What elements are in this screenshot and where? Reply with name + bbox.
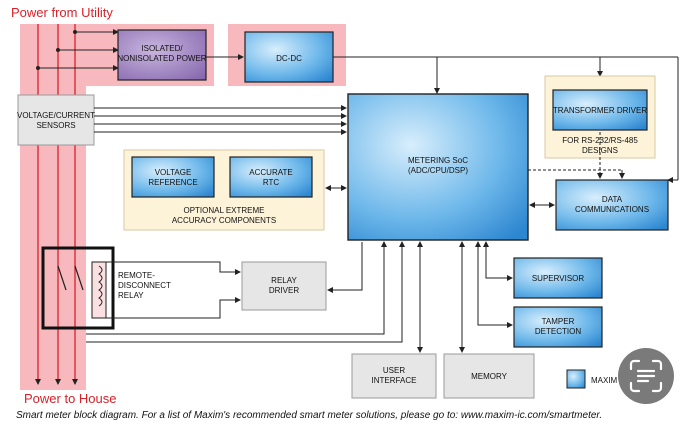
user-interface-label-line: INTERFACE	[372, 376, 417, 385]
power-supply-label: ISOLATED/NONISOLATED POWER	[117, 44, 206, 63]
tamper-detection-label-line: TAMPER	[542, 317, 575, 326]
relay-driver-label-line: DRIVER	[269, 286, 299, 295]
metering-soc-label-line: METERING SoC	[408, 156, 468, 165]
user-interface-label-line: USER	[383, 366, 405, 375]
power-supply-label-line: ISOLATED/	[141, 44, 183, 53]
dcdc-label: DC-DC	[276, 54, 302, 63]
data-communications-label-line: DATA	[602, 195, 623, 204]
relay-coil-icon	[98, 265, 103, 307]
utility-highlight-column	[20, 24, 86, 390]
transformer-driver-label: TRANSFORMER DRIVER	[553, 106, 647, 115]
rtc-label-line: ACCURATE	[249, 168, 292, 177]
relay-driver-block	[241, 261, 327, 311]
tap-dots	[36, 30, 77, 70]
legend-label: MAXIM	[591, 376, 618, 385]
power-from-utility-label: Power from Utility	[11, 5, 113, 20]
relay-label-line: RELAY	[118, 291, 144, 300]
relay-driver-label-line: RELAY	[271, 276, 297, 285]
supervisor-block	[513, 257, 603, 299]
optional-components-label-line: ACCURACY COMPONENTS	[172, 216, 276, 225]
relay-label-line: REMOTE-	[118, 271, 155, 280]
relay-box	[41, 246, 115, 330]
user-interface-block	[351, 353, 437, 399]
memory-block	[443, 353, 535, 399]
supervisor-label: SUPERVISOR	[532, 274, 585, 283]
relay-label-line: DISCONNECT	[118, 281, 171, 290]
rtc-label-line: RTC	[263, 178, 280, 187]
power-lines	[35, 24, 78, 385]
rtc-block	[229, 156, 313, 198]
transformer-driver-block	[552, 89, 648, 131]
sensors-label-line: SENSORS	[36, 121, 75, 130]
caption: Smart meter block diagram. For a list of…	[16, 410, 602, 421]
power-supply-block	[117, 29, 207, 81]
sensors-label-line: VOLTAGE/CURRENT	[17, 111, 95, 120]
power-supply-label-line: NONISOLATED POWER	[117, 54, 206, 63]
data-communications-label-line: COMMUNICATIONS	[575, 205, 649, 214]
memory-label-line: MEMORY	[471, 372, 508, 381]
dcdc-label-line: DC-DC	[276, 54, 302, 63]
sensors-block	[17, 94, 95, 146]
rs-designs-label-line: DESIGNS	[582, 146, 618, 155]
scan-lens-icon	[629, 359, 663, 393]
transformer-driver-label-line: TRANSFORMER DRIVER	[553, 106, 647, 115]
metering-soc-block	[347, 93, 529, 241]
power-to-house-label: Power to House	[24, 391, 117, 406]
top-wires	[206, 54, 679, 183]
voltage-reference-label-line: VOLTAGE	[155, 168, 192, 177]
data-communications-block	[555, 179, 669, 231]
tamper-detection-label-line: DETECTION	[535, 327, 581, 336]
comm-wires	[528, 132, 625, 208]
memory-label: MEMORY	[471, 372, 508, 381]
metering-soc-label: METERING SoC(ADC/CPU/DSP)	[408, 156, 468, 175]
rs-designs-label-line: FOR RS-232/RS-485	[562, 136, 638, 145]
metering-soc-label-line: (ADC/CPU/DSP)	[408, 166, 468, 175]
relay-wires	[106, 242, 363, 319]
supervisor-label-line: SUPERVISOR	[532, 274, 585, 283]
dcdc-block	[244, 31, 334, 83]
voltage-reference-label-line: REFERENCE	[148, 178, 197, 187]
optional-components-label-line: OPTIONAL EXTREME	[183, 206, 264, 215]
legend-swatch	[566, 369, 586, 389]
tamper-detection-block	[513, 306, 603, 348]
line-taps	[38, 29, 119, 71]
voltage-reference-block	[131, 156, 215, 198]
sensor-wires	[94, 105, 347, 135]
relay-switches	[57, 265, 84, 291]
bottom-wires	[86, 241, 513, 353]
